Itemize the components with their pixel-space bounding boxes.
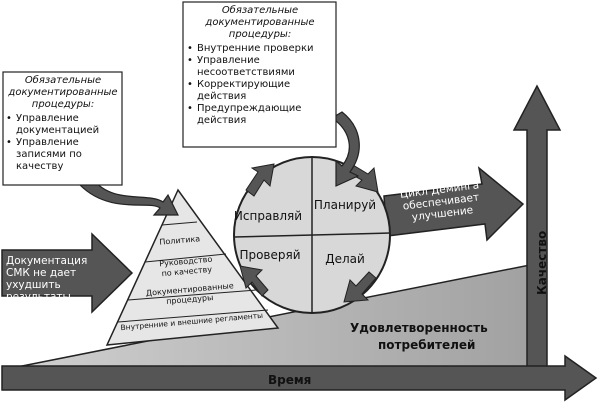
deming-arrow (383, 166, 525, 242)
satisfaction-label-line2: потребителей (378, 338, 475, 352)
box-left-item: Управление записями по качеству (6, 137, 120, 173)
documentation-arrow-label: Документация СМК не дает ухудшить резуль… (6, 255, 88, 303)
box-left-item: Управление документацией (6, 113, 120, 137)
pyramid-level-manual-2: по качеству (161, 265, 212, 278)
cycle-plan: Планируй (314, 198, 376, 212)
quality-label: Качество (535, 231, 549, 295)
box-top-item: Корректирующие действия (187, 79, 333, 103)
box-left: Обязательные документированные процедуры… (6, 75, 120, 173)
curved-arrow-top (330, 111, 360, 187)
pdca-circle (233, 156, 391, 314)
document-pyramid (105, 188, 280, 346)
satisfaction-label-line1: Удовлетворенность (350, 321, 488, 335)
quality-arrow (512, 84, 562, 373)
pyramid-level-procedures-2: процедуры (166, 293, 214, 306)
box-top-title: Обязательные документированные процедуры… (205, 5, 315, 40)
time-label: Время (268, 373, 311, 387)
cycle-act: Исправляй (234, 209, 302, 223)
cycle-arrow-bottomleft (239, 265, 269, 297)
box-top-item: Управление несоответствиями (187, 55, 333, 79)
cycle-do: Делай (325, 252, 365, 266)
cycle-check: Проверяй (239, 248, 300, 262)
box-top-item: Внутренние проверки (187, 43, 333, 55)
cycle-arrow-topleft (245, 163, 275, 197)
box-left-title: Обязательные документированные процедуры… (8, 75, 118, 110)
pyramid-level-policy: Политика (159, 234, 201, 247)
time-arrow (1, 354, 598, 402)
curved-arrow-left (79, 177, 179, 216)
box-top: Обязательные документированные процедуры… (187, 5, 333, 127)
cycle-arrow-bottomright (343, 271, 377, 303)
documentation-arrow (1, 232, 134, 314)
box-top-item: Предупреждающие действия (187, 103, 333, 127)
